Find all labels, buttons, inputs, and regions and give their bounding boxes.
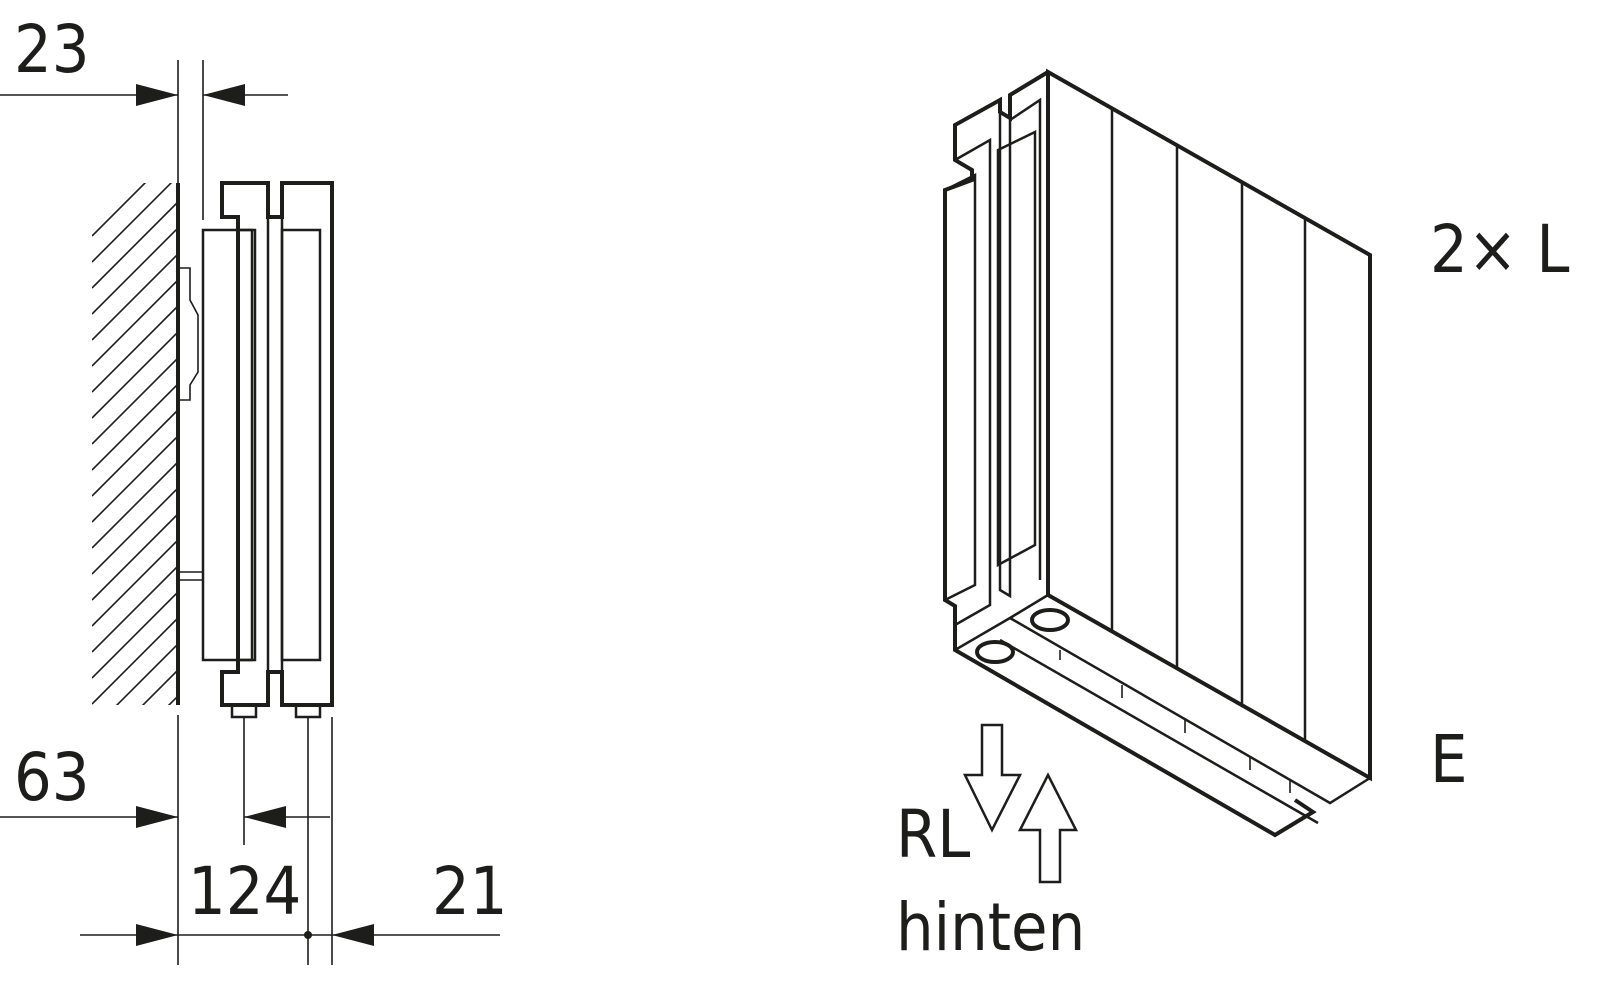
hatch-line — [92, 435, 178, 523]
radiator-isometric — [943, 68, 1372, 838]
count-length-label: 2× L — [1430, 211, 1569, 288]
hatch-line — [92, 722, 178, 808]
dimension-label-63: 63 — [14, 739, 90, 816]
radiator-side-profile — [178, 181, 334, 719]
hatch-line — [92, 183, 147, 237]
hatch-line — [92, 357, 178, 445]
hatch-line — [92, 383, 178, 471]
hatch-line — [141, 669, 178, 705]
hatch-line — [92, 409, 178, 497]
dimension-23: 23 — [0, 11, 288, 220]
hatch-line — [92, 253, 178, 341]
hatch-line — [92, 539, 178, 627]
hatch-line — [92, 331, 178, 419]
hatch-line — [92, 201, 178, 289]
wall-hatching — [92, 183, 178, 834]
hatch-line — [92, 461, 178, 549]
hatch-line — [115, 643, 178, 705]
hatch-line — [92, 305, 178, 393]
rear-label: hinten — [896, 889, 1085, 966]
return-down-arrow-icon — [962, 723, 1023, 833]
hatch-line — [92, 513, 178, 601]
dimension-63: 63 — [0, 715, 330, 965]
supply-up-arrow-icon — [1017, 772, 1079, 884]
hatch-line — [92, 227, 178, 315]
dimension-124-21: 124 21 — [80, 717, 508, 965]
e-label: E — [1430, 721, 1468, 798]
hatch-line — [92, 487, 178, 575]
dimension-label-124: 124 — [188, 853, 301, 930]
hatch-line — [92, 591, 178, 679]
hatch-line — [92, 183, 173, 263]
hatch-line — [92, 748, 178, 834]
hatch-line — [167, 695, 178, 705]
dimension-label-23: 23 — [14, 11, 90, 88]
hatch-line — [92, 279, 178, 367]
hatch-line — [92, 565, 178, 653]
hatch-line — [92, 617, 178, 705]
dimension-label-21: 21 — [432, 853, 508, 930]
return-label: RL — [896, 796, 970, 873]
